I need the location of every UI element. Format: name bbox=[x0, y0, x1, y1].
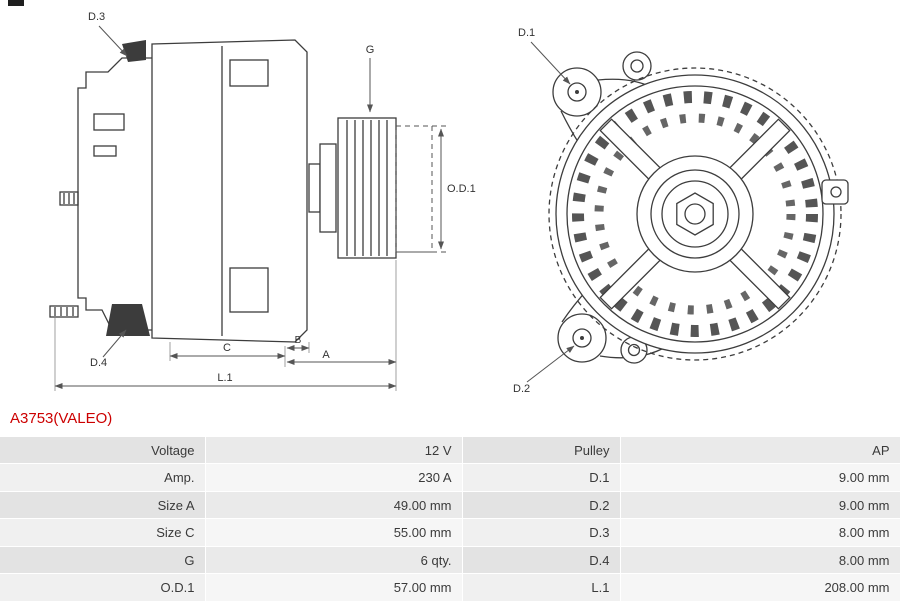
spec-label: Amp. bbox=[0, 463, 206, 492]
front-leaders: D.1 D.2 bbox=[513, 27, 584, 395]
spec-label: D.3 bbox=[462, 518, 621, 547]
dim-label-l1: L.1 bbox=[217, 372, 232, 384]
spec-value: 12 V bbox=[205, 437, 463, 465]
part-number: A3753(VALEO) bbox=[10, 410, 113, 427]
spec-label: D.4 bbox=[462, 546, 621, 575]
side-leaders: D.3 D.4 G bbox=[88, 11, 374, 369]
pulley bbox=[308, 117, 433, 259]
dim-label-b: B bbox=[295, 335, 302, 346]
front-bracket bbox=[106, 39, 308, 343]
spec-value: 9.00 mm bbox=[620, 463, 900, 492]
spec-value: 230 A bbox=[205, 463, 463, 492]
vent-slots bbox=[572, 91, 818, 337]
table-row: O.D.1 57.00 mm L.1 208.00 mm bbox=[0, 573, 900, 602]
spec-label: L.1 bbox=[462, 573, 621, 602]
alternator-diagram: O.D.1 C B A L.1 D.3 D.4 G bbox=[49, 11, 849, 395]
spec-label: D.2 bbox=[462, 491, 621, 520]
side-view: O.D.1 C B A L.1 D.3 D.4 G bbox=[49, 11, 476, 391]
spec-value: 6 qty. bbox=[205, 546, 463, 575]
table-row: Amp. 230 A D.1 9.00 mm bbox=[0, 463, 900, 492]
spec-value: 208.00 mm bbox=[620, 573, 900, 602]
spec-value: AP bbox=[620, 437, 900, 465]
spec-value: 8.00 mm bbox=[620, 518, 900, 547]
fan-spokes bbox=[599, 118, 791, 310]
spec-value: 49.00 mm bbox=[205, 491, 463, 520]
table-row: Size C 55.00 mm D.3 8.00 mm bbox=[0, 518, 900, 547]
table-row: Size A 49.00 mm D.2 9.00 mm bbox=[0, 491, 900, 520]
spec-label: G bbox=[0, 546, 206, 575]
dim-label-a: A bbox=[322, 349, 330, 361]
alternator-drawing: O.D.1 C B A L.1 D.3 D.4 G bbox=[49, 11, 849, 395]
rear-housing bbox=[49, 57, 152, 331]
dim-label-d3: D.3 bbox=[88, 11, 105, 23]
spec-label: Voltage bbox=[0, 437, 206, 465]
bottom-dimensions: C B A L.1 bbox=[54, 260, 397, 391]
spec-label: O.D.1 bbox=[0, 573, 206, 602]
spec-value: 9.00 mm bbox=[620, 491, 900, 520]
spec-label: Pulley bbox=[462, 437, 621, 465]
spec-value: 57.00 mm bbox=[205, 573, 463, 602]
dim-label-d1: D.1 bbox=[518, 27, 535, 39]
spec-table: Voltage 12 V Pulley AP Amp. 230 A D.1 9.… bbox=[0, 437, 900, 602]
dim-label-d2: D.2 bbox=[513, 383, 530, 395]
dim-label-od1: O.D.1 bbox=[447, 183, 476, 195]
spec-value: 55.00 mm bbox=[205, 518, 463, 547]
table-row: G 6 qty. D.4 8.00 mm bbox=[0, 546, 900, 575]
table-row: Voltage 12 V Pulley AP bbox=[0, 437, 900, 465]
dim-label-d4: D.4 bbox=[90, 357, 107, 369]
hub-and-nut bbox=[636, 155, 754, 273]
spec-value: 8.00 mm bbox=[620, 546, 900, 575]
front-view: D.1 D.2 bbox=[513, 27, 849, 395]
dim-label-g: G bbox=[366, 44, 375, 56]
corner-logo-fragment bbox=[8, 0, 24, 6]
spec-label: Size A bbox=[0, 491, 206, 520]
right-tab bbox=[821, 179, 849, 205]
dim-label-c: C bbox=[223, 342, 231, 354]
spec-label: D.1 bbox=[462, 463, 621, 492]
dimension-od1: O.D.1 bbox=[396, 125, 476, 253]
spec-label: Size C bbox=[0, 518, 206, 547]
